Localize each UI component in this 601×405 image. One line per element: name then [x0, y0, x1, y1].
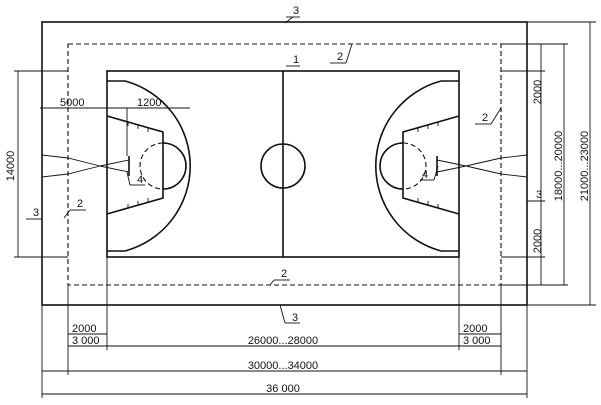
label-2-bottom: 2 [281, 268, 287, 280]
leader-4-right-b [433, 165, 439, 181]
center-circle [260, 143, 306, 189]
support-arm-right-b [436, 165, 467, 173]
backboard-support-right [465, 154, 528, 178]
label-4-left: 4 [137, 174, 143, 186]
backboard-support-left [41, 154, 101, 178]
leader-2-top-b [345, 43, 353, 64]
dim-30000: 30000...34000 [248, 360, 318, 372]
free-throw-circle-left [162, 142, 187, 190]
dim-2000-top: 2000 [532, 80, 544, 104]
leader-2-left-b [63, 209, 71, 219]
dim-26000: 26000...28000 [248, 335, 318, 347]
free-throw-circle-right-dashed [402, 142, 427, 190]
label-2-right: 2 [482, 112, 488, 124]
free-throw-lane-left [106, 115, 164, 215]
dim-2000-bl: 2000 [72, 323, 96, 335]
leader-3-top-b [284, 16, 294, 24]
dim-2000-bottom: 2000 [532, 229, 544, 253]
label-3-bottom: 3 [292, 312, 298, 324]
label-1: 1 [293, 54, 299, 66]
three-point-arc-left [107, 80, 192, 252]
leader-2-bottom-b [269, 279, 275, 286]
leader-4-left-b [126, 171, 131, 186]
dim-3000-br: 3 000 [463, 335, 491, 347]
dim-21000: 21000...23000 [579, 131, 591, 201]
label-2-top: 2 [337, 51, 343, 63]
three-point-arc-right [374, 80, 459, 252]
dim-18000: 18000...20000 [553, 131, 565, 201]
dim-3000-bl: 3 000 [72, 335, 100, 347]
dim-14000: 14000 [5, 151, 17, 182]
free-throw-circle-right [379, 142, 404, 190]
leader-3-bottom-b [279, 304, 286, 324]
label-2-left: 2 [77, 198, 83, 210]
dim-5000: 5000 [60, 97, 84, 109]
free-throw-lane-right [402, 115, 460, 215]
label-3-right: 3 [536, 189, 542, 201]
safety-zone-dashed [67, 43, 502, 286]
lane-ticks-left [127, 122, 149, 208]
dim-1200: 1200 [137, 97, 161, 109]
label-4-right: 4 [422, 169, 428, 181]
leader-2-right-b [490, 107, 502, 125]
free-throw-circle-left-dashed [139, 142, 164, 190]
dim-36000: 36 000 [266, 383, 300, 395]
lane-ticks-right [417, 122, 439, 208]
support-arm-left-b [99, 165, 130, 173]
support-arm-right [436, 159, 467, 167]
label-3-top: 3 [293, 5, 299, 17]
support-arm-left [99, 159, 130, 167]
label-3-left: 3 [33, 207, 39, 219]
dim-2000-br: 2000 [463, 323, 487, 335]
